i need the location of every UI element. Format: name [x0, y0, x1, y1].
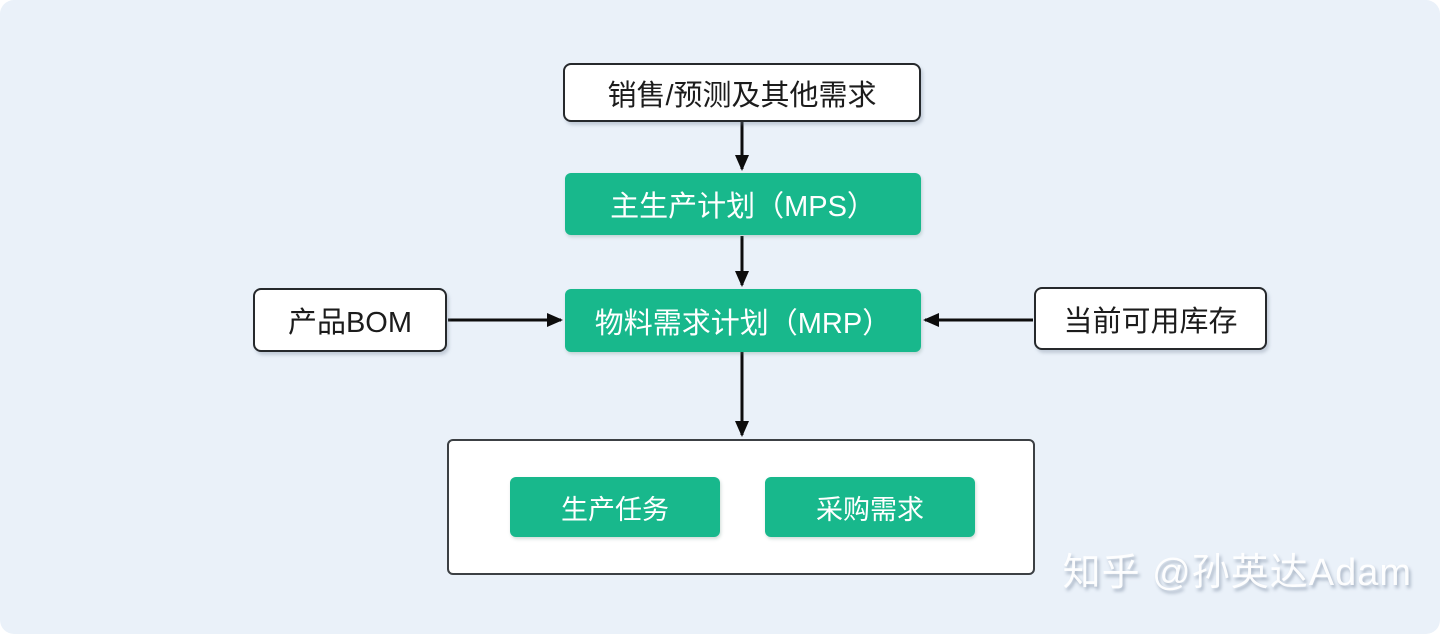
node-product-bom: 产品BOM — [253, 288, 447, 352]
node-production-task: 生产任务 — [510, 477, 720, 537]
node-purchase-demand: 采购需求 — [765, 477, 975, 537]
node-master-production-schedule: 主生产计划（MPS） — [565, 173, 921, 235]
node-available-inventory: 当前可用库存 — [1034, 287, 1267, 350]
node-sales-forecast: 销售/预测及其他需求 — [563, 63, 921, 122]
zhihu-watermark: 知乎 @孙英达Adam — [1062, 552, 1412, 594]
node-material-requirements-planning: 物料需求计划（MRP） — [565, 289, 921, 352]
